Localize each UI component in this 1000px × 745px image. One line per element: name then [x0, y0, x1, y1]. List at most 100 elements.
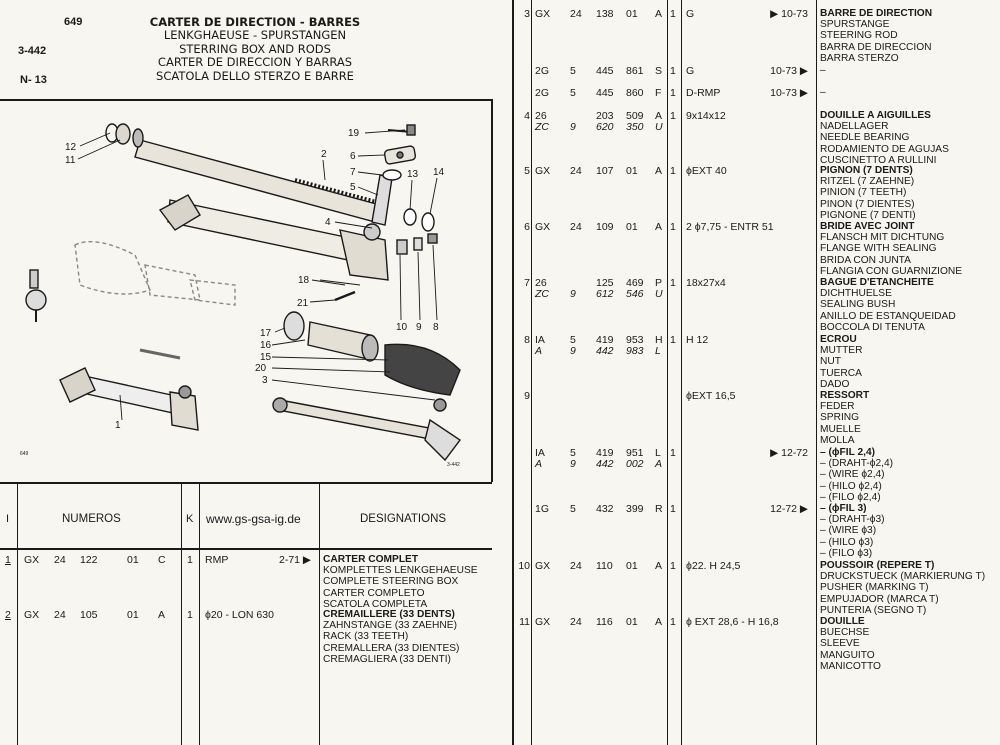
table-header-bottom — [0, 548, 492, 550]
designation-block: – (ϕFIL 3)– (DRAHT-ϕ3)– (WIRE ϕ3)– (HILO… — [820, 503, 885, 559]
rule-left-k — [199, 482, 200, 745]
part-suffix: 861 — [626, 65, 644, 77]
date-range: ▶ 12-72 — [770, 447, 808, 459]
header-titles: CARTER DE DIRECTION - BARRES LENKGHAEUSE… — [140, 15, 370, 83]
part-group: 5 — [570, 87, 576, 99]
part-index: C — [158, 554, 166, 566]
part-suffix: 399 — [626, 503, 644, 515]
part-number: 122 — [80, 554, 98, 566]
part-group-alt: 9 — [570, 345, 576, 357]
spec: 2 ϕ7,75 - ENTR 51 — [686, 221, 774, 233]
callout-21: 21 — [297, 298, 309, 309]
quantity: 1 — [670, 87, 676, 99]
part-group: 5 — [570, 447, 576, 459]
designation-block: PIGNON (7 DENTS)RITZEL (7 ZAEHNE)PINION … — [820, 165, 916, 221]
title-en: STERRING BOX AND RODS — [179, 41, 331, 56]
quantity: 1 — [670, 616, 676, 628]
part-number: 109 — [596, 221, 614, 233]
part-index: L — [655, 447, 661, 459]
part-suffix: 01 — [127, 554, 139, 566]
part-group: 24 — [54, 609, 66, 621]
header-numeros: NUMEROS — [62, 513, 121, 525]
rule-right-numeros — [667, 0, 668, 745]
part-suffix: 953 — [626, 334, 644, 346]
n-code: N- 13 — [20, 74, 47, 86]
part-number: 419 — [596, 447, 614, 459]
part-number: 138 — [596, 8, 614, 20]
part-number: 116 — [596, 616, 613, 628]
spec: ϕEXT 16,5 — [686, 390, 736, 402]
spec: 9x14x12 — [686, 110, 726, 122]
callout-7: 7 — [350, 167, 356, 178]
rule-left-spec — [319, 482, 320, 745]
date-range: 10-73 ▶ — [770, 65, 808, 77]
part-prefix-alt: ZC — [535, 288, 549, 300]
item-number: 7 — [524, 277, 530, 289]
title-fr: CARTER DE DIRECTION - BARRES — [149, 15, 361, 29]
item-number: 9 — [524, 390, 530, 402]
header-col-k: K — [186, 513, 194, 525]
part-index: A — [655, 110, 663, 122]
steering-box-lower — [59, 367, 199, 431]
part-prefix: IA — [535, 334, 545, 346]
designation-block: – (ϕFIL 2,4)– (DRAHT-ϕ2,4)– (WIRE ϕ2,4)–… — [820, 447, 894, 503]
callout-5: 5 — [350, 182, 356, 193]
part-number: 105 — [80, 609, 98, 621]
part-group-alt: 9 — [570, 121, 576, 133]
diagram-frame-top — [0, 99, 492, 101]
part-number: 110 — [596, 560, 613, 572]
part-prefix-alt: ZC — [535, 121, 549, 133]
quantity: 1 — [670, 334, 676, 346]
part-suffix-alt: 350 — [626, 121, 644, 133]
callout-11: 11 — [65, 155, 76, 166]
spec: ϕ EXT 28,6 - H 16,8 — [686, 616, 779, 628]
part-suffix: 469 — [626, 277, 644, 289]
quantity: 1 — [670, 447, 676, 459]
ball-joint-small — [25, 269, 47, 322]
part-prefix-alt: A — [535, 345, 543, 357]
item-number: 4 — [524, 110, 530, 122]
spec: G — [686, 65, 695, 77]
part-group: 24 — [570, 221, 582, 233]
part-group: 24 — [570, 616, 582, 628]
steering-box-housing — [158, 194, 389, 281]
date-range: 2-71 ▶ — [279, 554, 312, 566]
spec: ϕEXT 40 — [686, 165, 727, 177]
part-group: 5 — [570, 334, 576, 346]
part-index: S — [655, 65, 663, 77]
quantity: 1 — [670, 110, 676, 122]
part-group: 24 — [570, 8, 582, 20]
part-prefix: GX — [535, 165, 551, 177]
part-number: 125 — [596, 277, 614, 289]
part-prefix-alt: A — [535, 458, 543, 470]
callout-2: 2 — [321, 149, 327, 160]
header-col-i: I — [6, 513, 10, 525]
spec: D-RMP — [686, 87, 721, 99]
exploded-parts-diagram: 1 2 3 4 5 6 7 8 9 10 11 12 13 14 15 16 1… — [20, 123, 462, 468]
part-prefix: GX — [24, 554, 40, 566]
item-number: 11 — [519, 616, 530, 628]
part-prefix: IA — [535, 447, 545, 459]
quantity: 1 — [670, 560, 676, 572]
boot-outline-dashed — [74, 240, 236, 306]
callout-19: 19 — [348, 128, 360, 139]
callout-14: 14 — [433, 167, 445, 178]
designation-block: POUSSOIR (REPERE T)DRUCKSTUECK (MARKIERU… — [820, 560, 986, 616]
spec: ϕ22. H 24,5 — [686, 560, 741, 572]
header-website: www.gs-gsa-ig.de — [206, 512, 301, 526]
callout-4: 4 — [325, 217, 331, 228]
quantity: 1 — [187, 554, 193, 566]
callout-12: 12 — [65, 142, 77, 153]
part-number-alt: 612 — [596, 288, 614, 300]
callout-9: 9 — [416, 322, 422, 333]
part-index-alt: U — [655, 288, 663, 300]
header-designations: DESIGNATIONS — [360, 513, 447, 525]
part-group-alt: 9 — [570, 458, 576, 470]
ref-code: 3-442 — [18, 45, 47, 57]
callout-1: 1 — [115, 420, 121, 431]
callout-16: 16 — [260, 340, 272, 351]
callout-18: 18 — [298, 275, 310, 286]
rule-left-numeros — [181, 482, 182, 745]
spec: G — [686, 8, 695, 20]
